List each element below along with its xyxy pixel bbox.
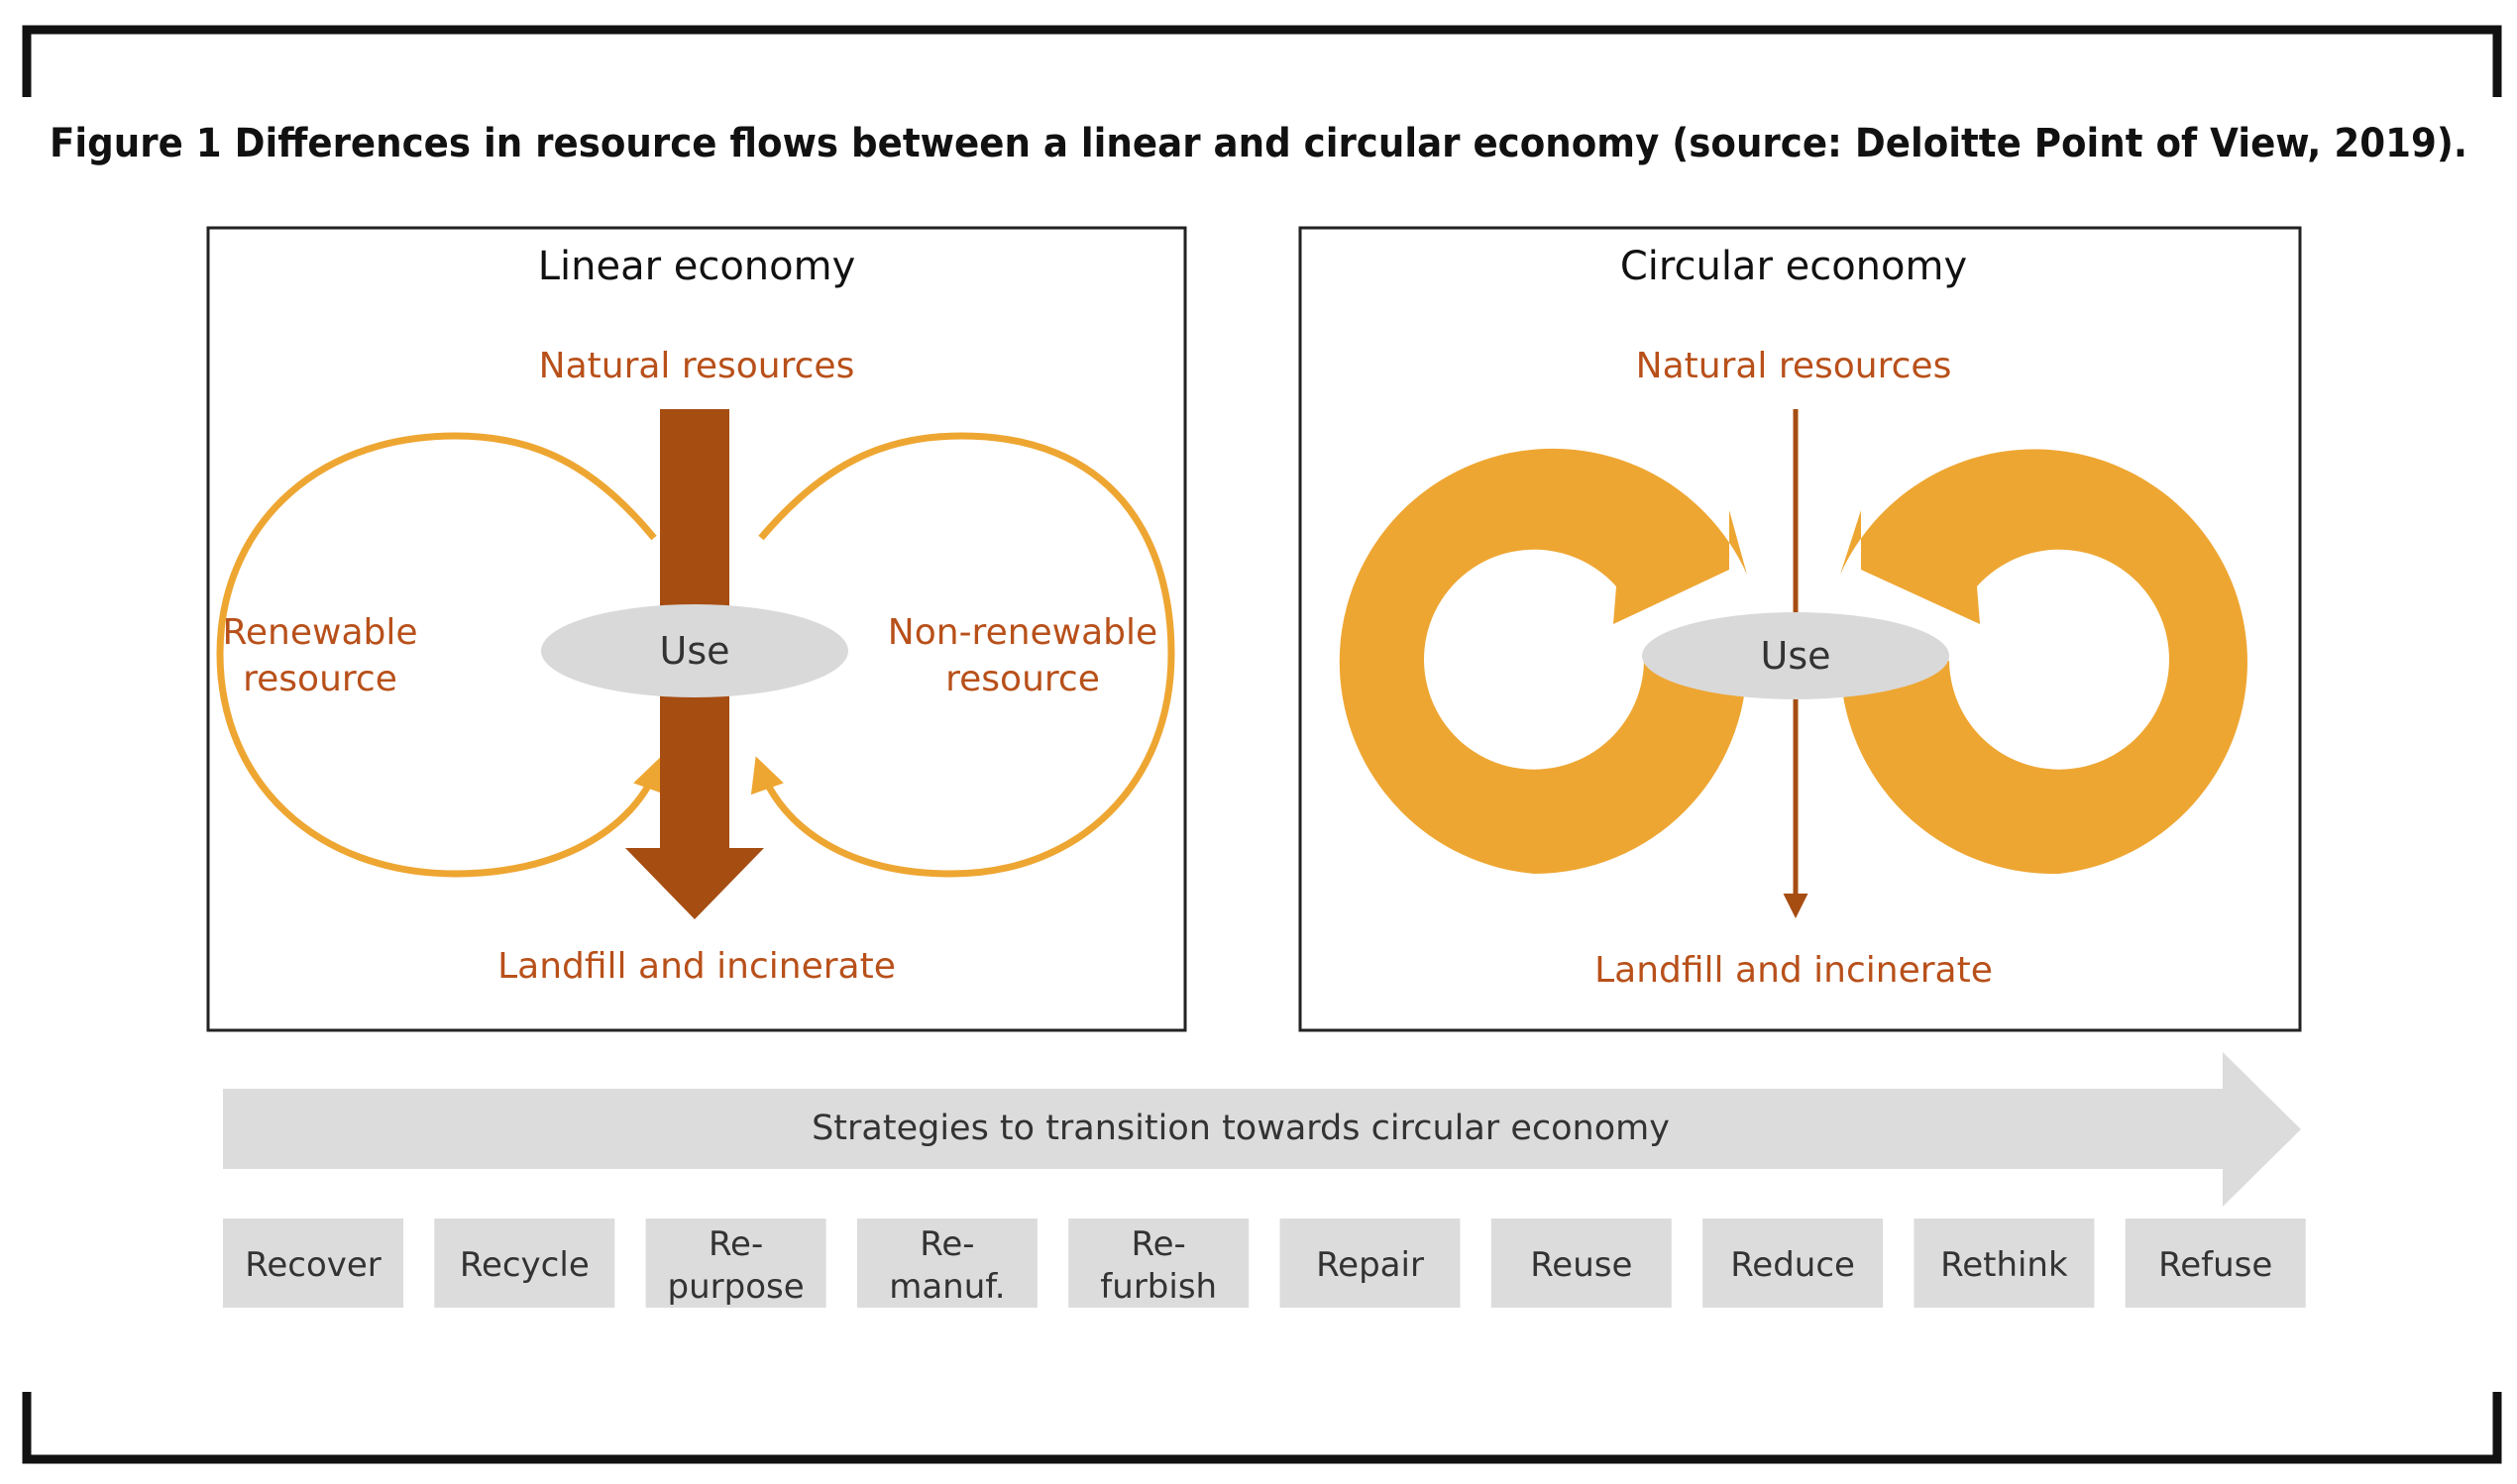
strategy-step-label: Repair [1316,1245,1424,1285]
strategy-step-label: Reuse [1530,1245,1632,1285]
strategy-step-box [434,1219,615,1308]
nonrenewable-label-line2: resource [945,659,1100,699]
strategy-step-label-line2: furbish [1100,1267,1217,1307]
linear-use-ellipse [541,604,848,697]
strategy-step-box [645,1219,826,1308]
strategy-step-box [1914,1219,2095,1308]
strategy-step-label: Reduce [1730,1245,1855,1285]
circular-use-ellipse [1642,612,1949,699]
strategy-step-label-line1: Re- [1132,1224,1186,1264]
circular-panel: Circular economy Natural resources Use L… [1298,226,2302,1032]
circular-left-loop [1339,448,1747,874]
circular-right-loop [1840,449,2247,875]
strategy-step-box [1068,1219,1250,1308]
strategy-step-label: Refuse [2158,1245,2272,1285]
strategy-step-label: Rethink [1940,1245,2068,1285]
linear-panel-title: Linear economy [538,244,856,289]
strategy-step-label-line2: manuf. [889,1267,1005,1307]
circular-use-label: Use [1761,634,1831,678]
strategy-step-box [1279,1219,1461,1308]
strategy-arrow-label: Strategies to transition towards circula… [812,1109,1670,1148]
strategy-step-box [1490,1219,1672,1308]
strategy-step-label: Recover [245,1245,382,1285]
renewable-label-line1: Renewable [222,612,417,653]
strategy-arrow [223,1052,2301,1207]
strategy-section: Strategies to transition towards circula… [223,1052,2306,1308]
linear-panel: Linear economy Natural resources Use Ren… [206,226,1187,1032]
linear-use-label: Use [660,629,730,673]
circular-natural-resources-label: Natural resources [1636,346,1952,386]
nonrenewable-loop-arrow [750,432,1175,878]
linear-landfill-label: Landfill and incinerate [497,946,896,987]
circular-panel-title: Circular economy [1620,244,1967,289]
renewable-loop-arrow [216,432,667,878]
strategy-step-label-line1: Re- [709,1224,763,1264]
strategy-step-box [1702,1219,1884,1308]
strategy-step-label: Recycle [460,1245,590,1285]
strategy-step-label-line2: purpose [668,1267,805,1307]
strategy-step-box [223,1219,403,1308]
renewable-label-line2: resource [243,659,397,699]
figure-caption: Figure 1 Differences in resource flows b… [50,121,2467,166]
strategy-step-box [856,1219,1038,1308]
strategy-step-label-line1: Re- [920,1224,974,1264]
nonrenewable-label-line1: Non-renewable [888,612,1157,653]
bottom-bracket [22,1392,2502,1464]
circular-landfill-label: Landfill and incinerate [1594,950,1993,991]
strategy-step-box [2125,1219,2306,1308]
linear-natural-resources-label: Natural resources [539,346,855,386]
top-bracket [22,25,2502,97]
